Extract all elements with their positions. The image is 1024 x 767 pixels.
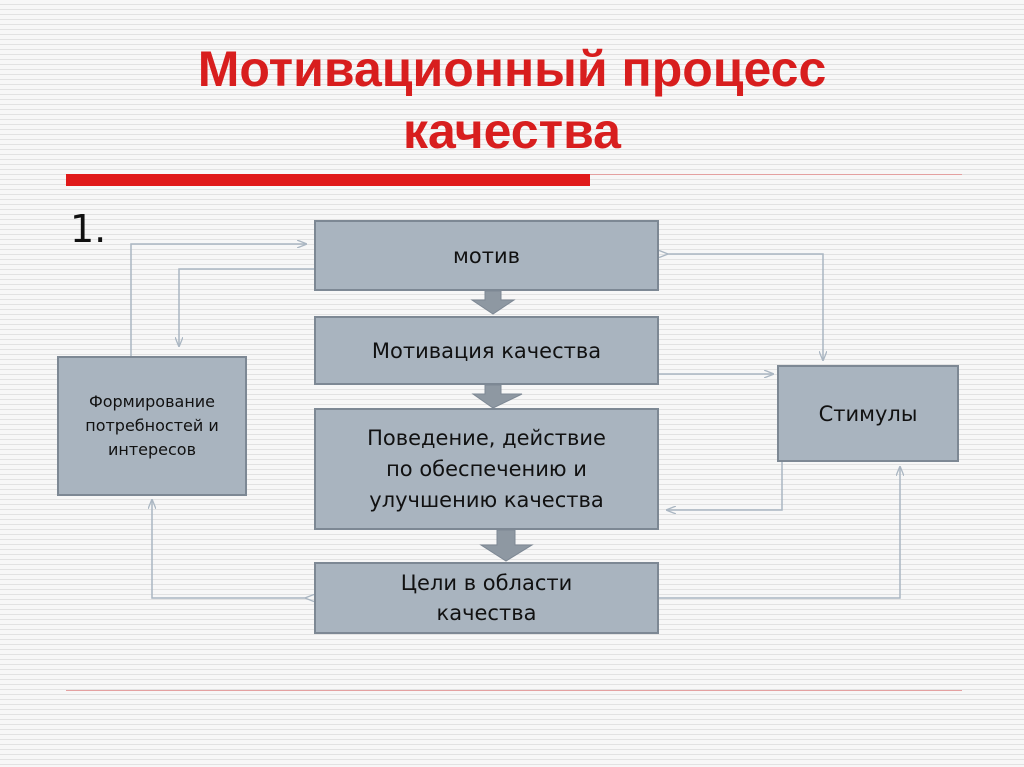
title-line-1: Мотивационный процесс: [197, 41, 827, 97]
behavior-box: Поведение, действие по обеспечению и улу…: [314, 408, 659, 530]
connector-motive-to-needs: [179, 268, 314, 346]
needs-formation-box: Формирование потребностей и интересов: [57, 356, 247, 496]
goals-line-2: качества: [436, 601, 537, 625]
connector-needs-to-motive: [130, 244, 306, 356]
down-arrow-motive-to-motivation: [470, 290, 516, 315]
goals-line-1: Цели в области: [400, 571, 573, 595]
title-underline-bar: [66, 174, 590, 186]
behavior-line-1: Поведение, действие: [367, 425, 606, 450]
connector-motive-to-stimuli: [667, 254, 823, 360]
slide-title: Мотивационный процесс качества: [60, 38, 964, 162]
needs-line-3: интересов: [107, 440, 197, 459]
motive-label: мотив: [453, 243, 520, 268]
connector-stimuli-to-behavior: [667, 462, 783, 510]
needs-line-1: Формирование: [88, 392, 216, 411]
motive-box: мотив: [314, 220, 659, 291]
quality-motivation-box: Мотивация качества: [314, 316, 659, 385]
connector-goals-to-stimuli: [659, 467, 900, 599]
title-line-2: качества: [403, 103, 621, 159]
quality-goals-box: Цели в области качества: [314, 562, 659, 634]
stimuli-label: Стимулы: [818, 401, 918, 426]
connector-goals-to-needs: [152, 500, 306, 598]
behavior-line-2: по обеспечению и: [386, 456, 587, 481]
bottom-divider-line: [66, 690, 962, 691]
down-arrow-behavior-to-goals: [479, 529, 534, 562]
top-divider-line: [590, 174, 962, 175]
list-number: 1.: [70, 207, 107, 251]
behavior-line-3: улучшению качества: [369, 487, 604, 512]
needs-line-2: потребностей и: [85, 416, 219, 435]
stimuli-box: Стимулы: [777, 365, 959, 462]
down-arrow-motivation-to-behavior: [471, 384, 523, 409]
quality-motivation-label: Мотивация качества: [371, 338, 602, 363]
